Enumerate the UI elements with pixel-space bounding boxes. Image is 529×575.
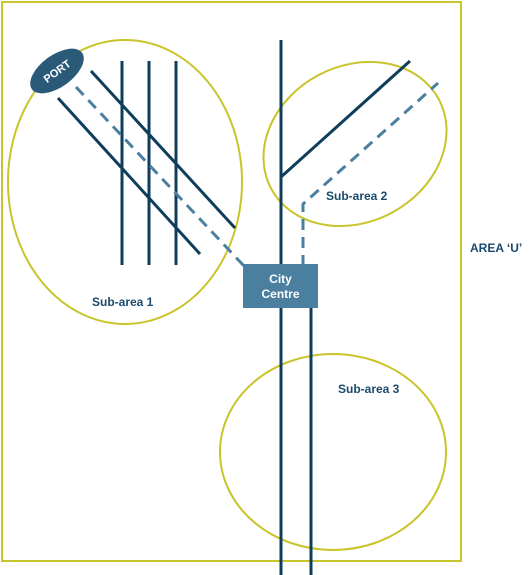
sub-area-3-boundary (219, 353, 447, 551)
route-line (89, 69, 237, 230)
sub-area-3-label: Sub-area 3 (338, 382, 400, 396)
sub-area-2-boundary (262, 60, 448, 228)
area-u-label: AREA ‘U’ (470, 241, 522, 255)
route-line (56, 96, 202, 256)
city-centre-label-line1: City (269, 272, 292, 286)
route-line (279, 59, 412, 179)
sub-area-1-boundary (7, 39, 243, 325)
city-centre-box: City Centre (243, 264, 318, 308)
area-u-boundary (1, 1, 462, 562)
port-marker: PORT (30, 48, 84, 94)
planned-route-sub-area-2 (301, 81, 440, 266)
sub-area-2-label: Sub-area 2 (326, 189, 388, 203)
sub-area-1-label: Sub-area 1 (92, 295, 154, 309)
planned-route-port (74, 85, 246, 268)
city-centre-label-line2: Centre (261, 287, 299, 301)
